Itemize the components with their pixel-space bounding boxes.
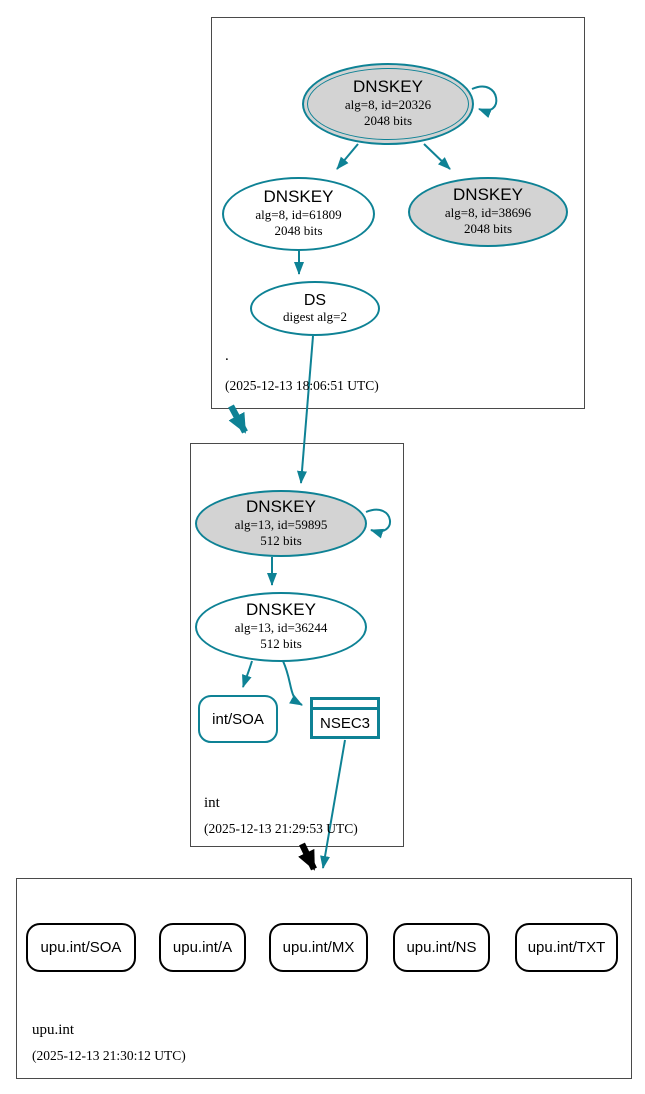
node-rrset-upu-int-a[interactable]: upu.int/A (159, 923, 246, 972)
edge-delegation-int-to-upu (298, 842, 317, 871)
rrset-label: upu.int/NS (406, 939, 477, 956)
zone-timestamp-int: (2025-12-13 21:29:53 UTC) (204, 821, 358, 836)
node-dnskey-zsk-36244[interactable]: DNSKEY alg=13, id=36244 512 bits (195, 592, 367, 662)
dnskey-alg-id: alg=8, id=38696 (444, 205, 532, 221)
ds-digest-alg: digest alg=2 (282, 309, 348, 325)
zone-label-root: . (225, 348, 229, 364)
edge-delegation-root-to-int (228, 404, 248, 434)
dnskey-title: DNSKEY (263, 187, 334, 207)
dnskey-title: DNSKEY (246, 600, 316, 620)
zone-timestamp-root: (2025-12-13 18:06:51 UTC) (225, 378, 379, 393)
rrset-label: upu.int/MX (282, 939, 355, 956)
node-nsec3[interactable]: NSEC3 (310, 697, 380, 739)
rrset-label: int/SOA (212, 710, 264, 728)
dnskey-title: DNSKEY (453, 185, 523, 205)
node-rrset-upu-int-soa[interactable]: upu.int/SOA (26, 923, 136, 972)
node-dnskey-38696[interactable]: DNSKEY alg=8, id=38696 2048 bits (408, 177, 568, 247)
rrset-label: upu.int/SOA (40, 939, 122, 956)
dnskey-bits: 512 bits (260, 532, 302, 548)
node-dnskey-ksk-20326-inner-ring: DNSKEY alg=8, id=20326 2048 bits (307, 68, 469, 140)
dnskey-title: DNSKEY (353, 77, 423, 97)
node-ds[interactable]: DS digest alg=2 (250, 281, 380, 336)
rrset-label: upu.int/A (172, 939, 233, 956)
node-dnskey-ksk-59895[interactable]: DNSKEY alg=13, id=59895 512 bits (195, 490, 367, 557)
zone-timestamp-upu-int: (2025-12-13 21:30:12 UTC) (32, 1048, 186, 1063)
dnskey-bits: 2048 bits (463, 221, 513, 237)
rrset-label: upu.int/TXT (527, 939, 606, 956)
dnskey-alg-id: alg=8, id=61809 (255, 207, 342, 223)
dnskey-alg-id: alg=13, id=36244 (234, 620, 328, 636)
zone-label-int: int (204, 795, 220, 811)
node-dnskey-ksk-20326[interactable]: DNSKEY alg=8, id=20326 2048 bits (302, 63, 474, 145)
dnskey-alg-id: alg=8, id=20326 (344, 97, 432, 113)
dnskey-bits: 2048 bits (363, 113, 413, 129)
dnskey-bits: 2048 bits (274, 223, 323, 239)
node-dnskey-zsk-61809[interactable]: DNSKEY alg=8, id=61809 2048 bits (222, 177, 375, 251)
node-rrset-upu-int-txt[interactable]: upu.int/TXT (515, 923, 618, 972)
dnskey-alg-id: alg=13, id=59895 (234, 516, 328, 532)
node-rrset-upu-int-ns[interactable]: upu.int/NS (393, 923, 490, 972)
node-rrset-upu-int-mx[interactable]: upu.int/MX (269, 923, 368, 972)
zone-label-upu-int: upu.int (32, 1022, 75, 1038)
nsec3-top-strip (313, 700, 377, 707)
dnskey-title: DNSKEY (246, 496, 316, 516)
zone-box-int (190, 443, 404, 847)
ds-title: DS (303, 291, 327, 309)
zone-box-root (211, 17, 585, 409)
nsec3-label: NSEC3 (313, 710, 377, 736)
zone-box-upu-int (16, 878, 632, 1079)
node-rrset-int-soa[interactable]: int/SOA (198, 695, 278, 743)
dnskey-bits: 512 bits (260, 636, 302, 652)
